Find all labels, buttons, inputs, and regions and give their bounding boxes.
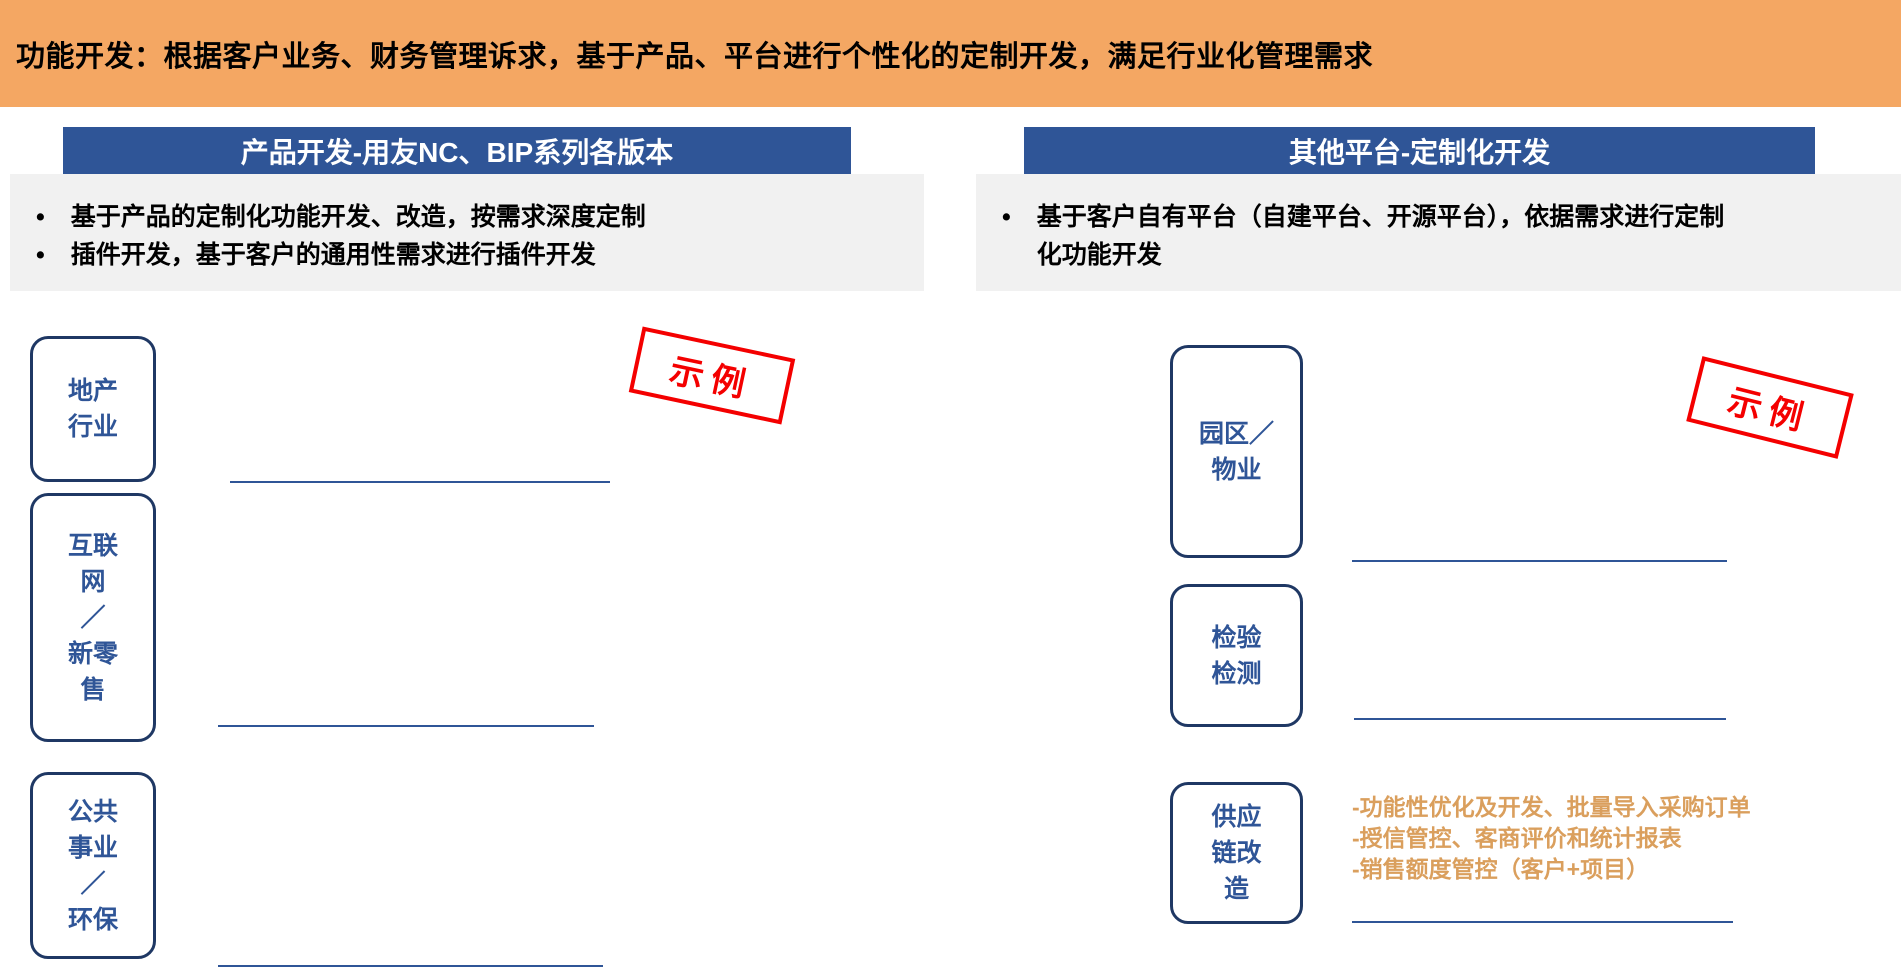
industry-label-public-utility-environment: 公共 事业 ／ 环保 (67, 797, 118, 934)
right-section-body: 基于客户自有平台（自建平台、开源平台），依据需求进行定制化功能开发 (976, 174, 1901, 291)
right-bullet-1: 基于客户自有平台（自建平台、开源平台），依据需求进行定制化功能开发 (976, 198, 1901, 274)
industry-box-supply-chain: 供应 链改 造 (1170, 782, 1303, 924)
industry-label-supply-chain: 供应 链改 造 (1211, 803, 1262, 903)
supply-chain-notes: -功能性优化及开发、批量导入采购订单 -授信管控、客商评价和统计报表 -销售额度… (1352, 792, 1751, 885)
supply-chain-note-3: -销售额度管控（客户+项目） (1352, 856, 1650, 882)
left-section-body: 基于产品的定制化功能开发、改造，按需求深度定制 插件开发，基于客户的通用性需求进… (10, 174, 924, 291)
right-section-header: 其他平台-定制化开发 (1024, 127, 1815, 174)
industry-box-internet-new-retail: 互联 网 ／ 新零 售 (30, 493, 156, 742)
left-section-title: 产品开发-用友NC、BIP系列各版本 (240, 136, 674, 168)
example-stamp-right: 示例 (1686, 356, 1854, 459)
underline-left-1 (230, 481, 610, 483)
industry-box-public-utility-environment: 公共 事业 ／ 环保 (30, 772, 156, 959)
left-section-header: 产品开发-用友NC、BIP系列各版本 (63, 127, 851, 174)
title-banner: 功能开发：根据客户业务、财务管理诉求，基于产品、平台进行个性化的定制开发，满足行… (0, 0, 1901, 107)
right-bullet-1-text: 基于客户自有平台（自建平台、开源平台），依据需求进行定制化功能开发 (1036, 203, 1725, 269)
underline-right-1 (1352, 560, 1727, 562)
right-section-title: 其他平台-定制化开发 (1288, 136, 1551, 168)
left-bullet-1: 基于产品的定制化功能开发、改造，按需求深度定制 (10, 198, 924, 236)
industry-label-park-property: 园区／ 物业 (1198, 419, 1274, 484)
industry-box-inspection-testing: 检验 检测 (1170, 584, 1303, 727)
left-bullet-2: 插件开发，基于客户的通用性需求进行插件开发 (10, 236, 924, 274)
slide-title: 功能开发：根据客户业务、财务管理诉求，基于产品、平台进行个性化的定制开发，满足行… (16, 40, 1374, 73)
underline-left-2 (218, 725, 594, 727)
industry-label-inspection-testing: 检验 检测 (1211, 623, 1262, 688)
left-bullet-2-text: 插件开发，基于客户的通用性需求进行插件开发 (70, 241, 596, 269)
left-bullet-1-text: 基于产品的定制化功能开发、改造，按需求深度定制 (70, 203, 646, 231)
underline-right-3 (1352, 921, 1733, 923)
industry-box-real-estate: 地产 行业 (30, 336, 156, 482)
supply-chain-note-1: -功能性优化及开发、批量导入采购订单 (1352, 794, 1751, 820)
industry-label-internet-new-retail: 互联 网 ／ 新零 售 (67, 531, 118, 704)
underline-left-3 (218, 965, 603, 967)
supply-chain-note-2: -授信管控、客商评价和统计报表 (1352, 825, 1682, 851)
underline-right-2 (1354, 718, 1726, 720)
example-stamp-left: 示例 (628, 326, 796, 425)
industry-box-park-property: 园区／ 物业 (1170, 345, 1303, 558)
industry-label-real-estate: 地产 行业 (67, 377, 118, 441)
example-stamp-right-text: 示例 (1723, 382, 1815, 440)
example-stamp-left-text: 示例 (666, 351, 757, 407)
